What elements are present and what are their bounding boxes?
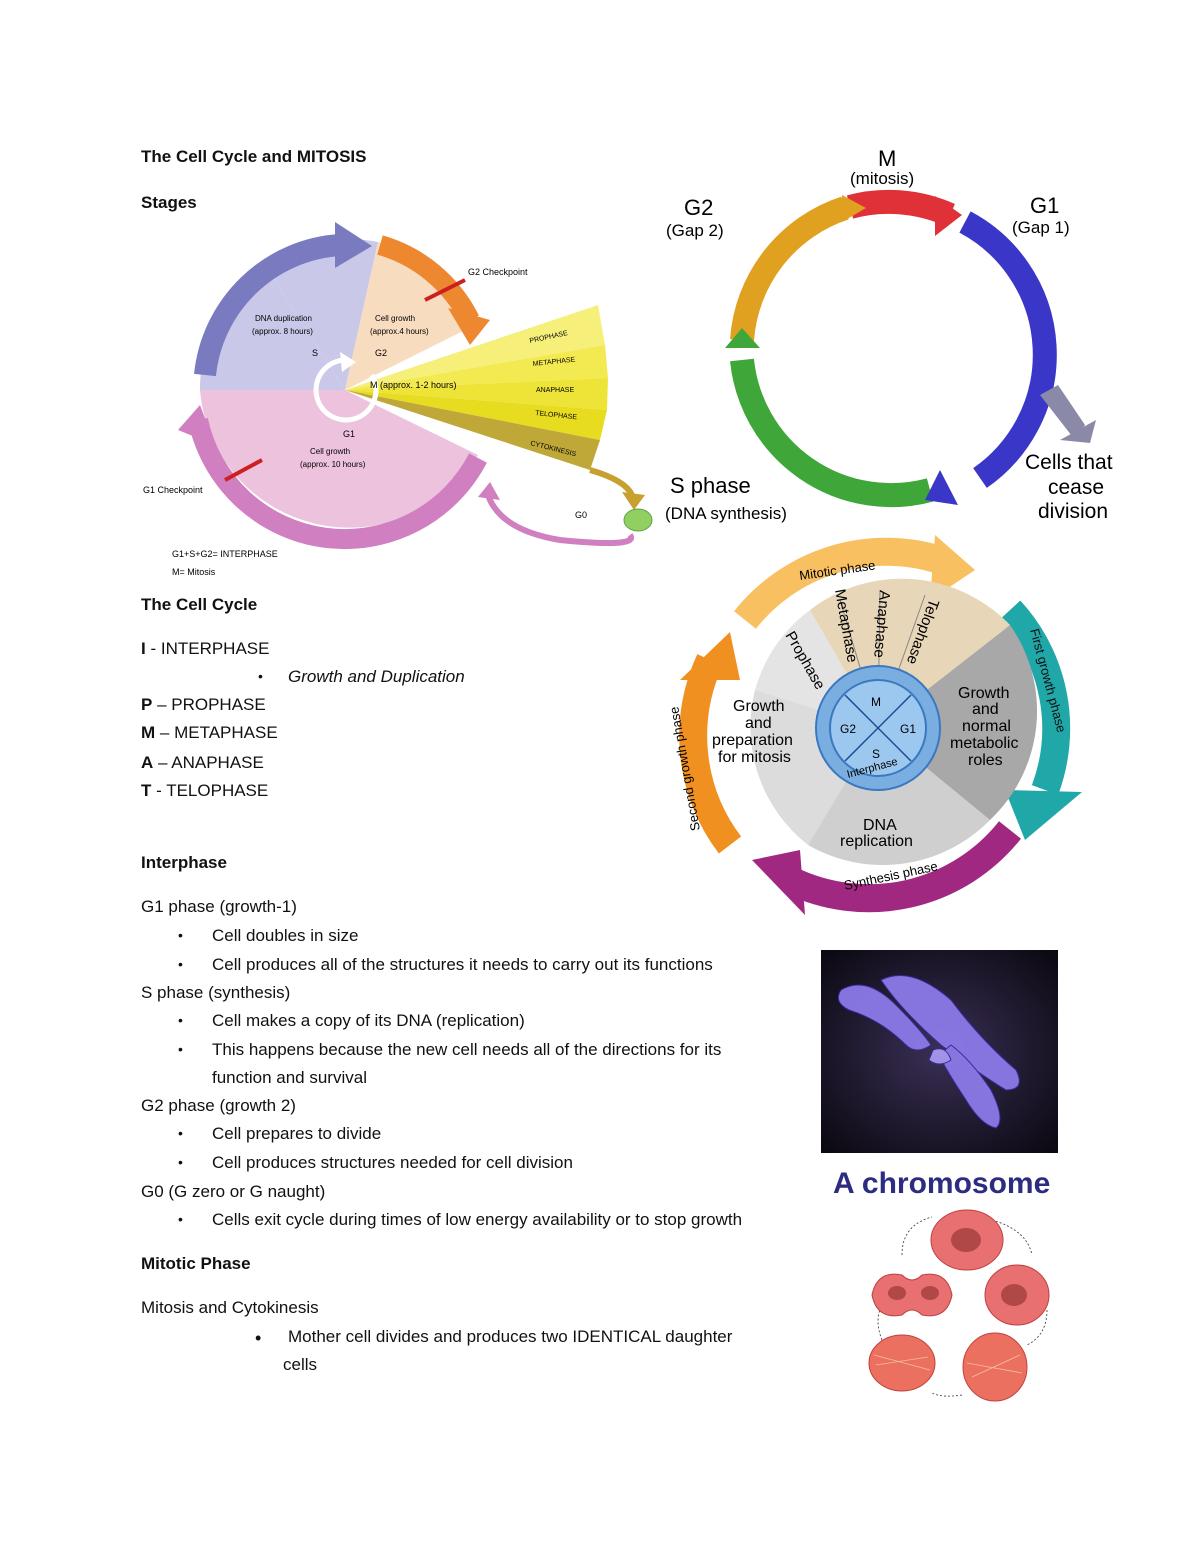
g2-letter-label: G2	[375, 348, 387, 358]
mitosis-bullet-1-cont: cells	[283, 1355, 318, 1374]
g1-label: G1	[1030, 193, 1059, 218]
m-label: M	[878, 146, 896, 171]
growth-normal-5: roles	[968, 752, 1003, 769]
growth-prep-1: Growth	[733, 698, 785, 715]
chromosome-caption: A chromosome	[833, 1167, 1051, 1200]
growth-prep-3: preparation	[712, 732, 793, 749]
s-duplication-label: DNA duplication	[255, 314, 312, 323]
s-bullet-1: Cell makes a copy of its DNA (replicatio…	[212, 1011, 525, 1030]
growth-normal-4: metabolic	[950, 735, 1018, 752]
bullet: •	[178, 1041, 183, 1057]
s-bullet-2-cont: function and survival	[212, 1068, 367, 1087]
g1-arc	[959, 211, 1057, 488]
bullet: •	[178, 1154, 183, 1170]
m-sub-label: (mitosis)	[850, 169, 914, 188]
cell-cycle-ring-diagram: M (mitosis) G2 (Gap 2) G1 (Gap 1) S phas…	[665, 146, 1113, 523]
s-letter-label: S	[312, 348, 318, 358]
phase-label-telophase: TELOPHASE	[535, 410, 578, 421]
s-sub-label: (DNA synthesis)	[665, 504, 787, 523]
cease-label-3: division	[1038, 500, 1108, 523]
cell-cycle-pie-diagram: G2 Checkpoint G1 Checkpoint DNA duplicat…	[143, 222, 653, 577]
g1-bullet-2: Cell produces all of the structures it n…	[212, 955, 713, 974]
g2-hours-label: (approx.4 hours)	[370, 327, 429, 336]
center-m: M	[871, 695, 881, 709]
cease-label-1: Cells that	[1025, 451, 1113, 474]
g2-bullet-2: Cell produces structures needed for cell…	[212, 1153, 573, 1172]
phase-label-metaphase: METAPHASE	[532, 357, 575, 368]
g1-line: G1 phase (growth-1)	[141, 897, 297, 916]
cell-division-image	[868, 1209, 1050, 1402]
g2-growth-label: Cell growth	[375, 314, 415, 323]
m-label: M (approx. 1-2 hours)	[370, 380, 457, 390]
g2-checkpoint-label: G2 Checkpoint	[468, 267, 528, 277]
stages-heading: Stages	[141, 193, 197, 212]
cell-cycle-wheel-diagram: Mitotic phase First growth phase Synthes…	[666, 535, 1082, 915]
bullet: •	[178, 1211, 183, 1227]
g2-line: G2 phase (growth 2)	[141, 1096, 296, 1115]
legend-mitosis: M= Mitosis	[172, 567, 216, 577]
g1-letter-label: G1	[343, 429, 355, 439]
g1-checkpoint-label: G1 Checkpoint	[143, 485, 203, 495]
legend-interphase: G1+S+G2= INTERPHASE	[172, 549, 278, 559]
dna-rep-1: DNA	[863, 817, 897, 834]
chromosome-image	[821, 950, 1058, 1153]
cell-cycle-heading: The Cell Cycle	[141, 595, 258, 614]
ipmat-line-t: T - TELOPHASE	[141, 781, 269, 800]
growth-prep-2: and	[745, 715, 772, 732]
center-s: S	[872, 747, 880, 761]
ipmat-line-a: A – ANAPHASE	[141, 753, 264, 772]
phase-label-anaphase: ANAPHASE	[536, 387, 574, 394]
s-phase-label: S phase	[670, 473, 751, 498]
bullet: •	[178, 1125, 183, 1141]
bullet: •	[255, 1328, 262, 1348]
page-title: The Cell Cycle and MITOSIS	[141, 147, 367, 166]
center-g1: G1	[900, 722, 916, 736]
mitosis-bullet-1: Mother cell divides and produces two IDE…	[288, 1327, 733, 1346]
cease-label-2: cease	[1048, 476, 1104, 499]
ipmat-line-p: P – PROPHASE	[141, 695, 266, 714]
growth-normal-3: normal	[962, 718, 1011, 735]
g1-sub-label: (Gap 1)	[1012, 218, 1070, 237]
bullet: •	[178, 927, 183, 943]
interphase-note: Growth and Duplication	[288, 667, 465, 686]
g2-sub-label: (Gap 2)	[666, 221, 724, 240]
growth-normal-1: Growth	[958, 685, 1010, 702]
ipmat-line-m: M – METAPHASE	[141, 723, 278, 742]
bullet: •	[258, 668, 263, 684]
g2-label: G2	[684, 195, 713, 220]
ipmat-line-i: I - INTERPHASE	[141, 639, 270, 658]
g1-wedge	[200, 390, 478, 528]
g2-arc	[730, 196, 849, 342]
g0-label: G0	[575, 510, 587, 520]
bullet: •	[178, 956, 183, 972]
g0-bullet-1: Cells exit cycle during times of low ene…	[212, 1210, 743, 1229]
s-arc	[730, 358, 934, 508]
interphase-heading: Interphase	[141, 853, 227, 872]
mitotic-heading: Mitotic Phase	[141, 1254, 251, 1273]
g1-growth-label: Cell growth	[310, 447, 350, 456]
growth-normal-2: and	[972, 701, 999, 718]
center-g2: G2	[840, 722, 856, 736]
s-bullet-2: This happens because the new cell needs …	[212, 1040, 722, 1059]
dna-rep-2: replication	[840, 833, 913, 850]
g0-line: G0 (G zero or G naught)	[141, 1182, 326, 1201]
g2-bullet-1: Cell prepares to divide	[212, 1124, 382, 1143]
bullet: •	[178, 1012, 183, 1028]
s-hours-label: (approx. 8 hours)	[252, 327, 313, 336]
g1-bullet-1: Cell doubles in size	[212, 926, 359, 945]
g1-hours-label: (approx. 10 hours)	[300, 460, 366, 469]
anaphase-label: Anaphase	[870, 590, 893, 659]
mitosis-line: Mitosis and Cytokinesis	[141, 1298, 319, 1317]
growth-prep-4: for mitosis	[718, 749, 791, 766]
s-line: S phase (synthesis)	[141, 983, 291, 1002]
